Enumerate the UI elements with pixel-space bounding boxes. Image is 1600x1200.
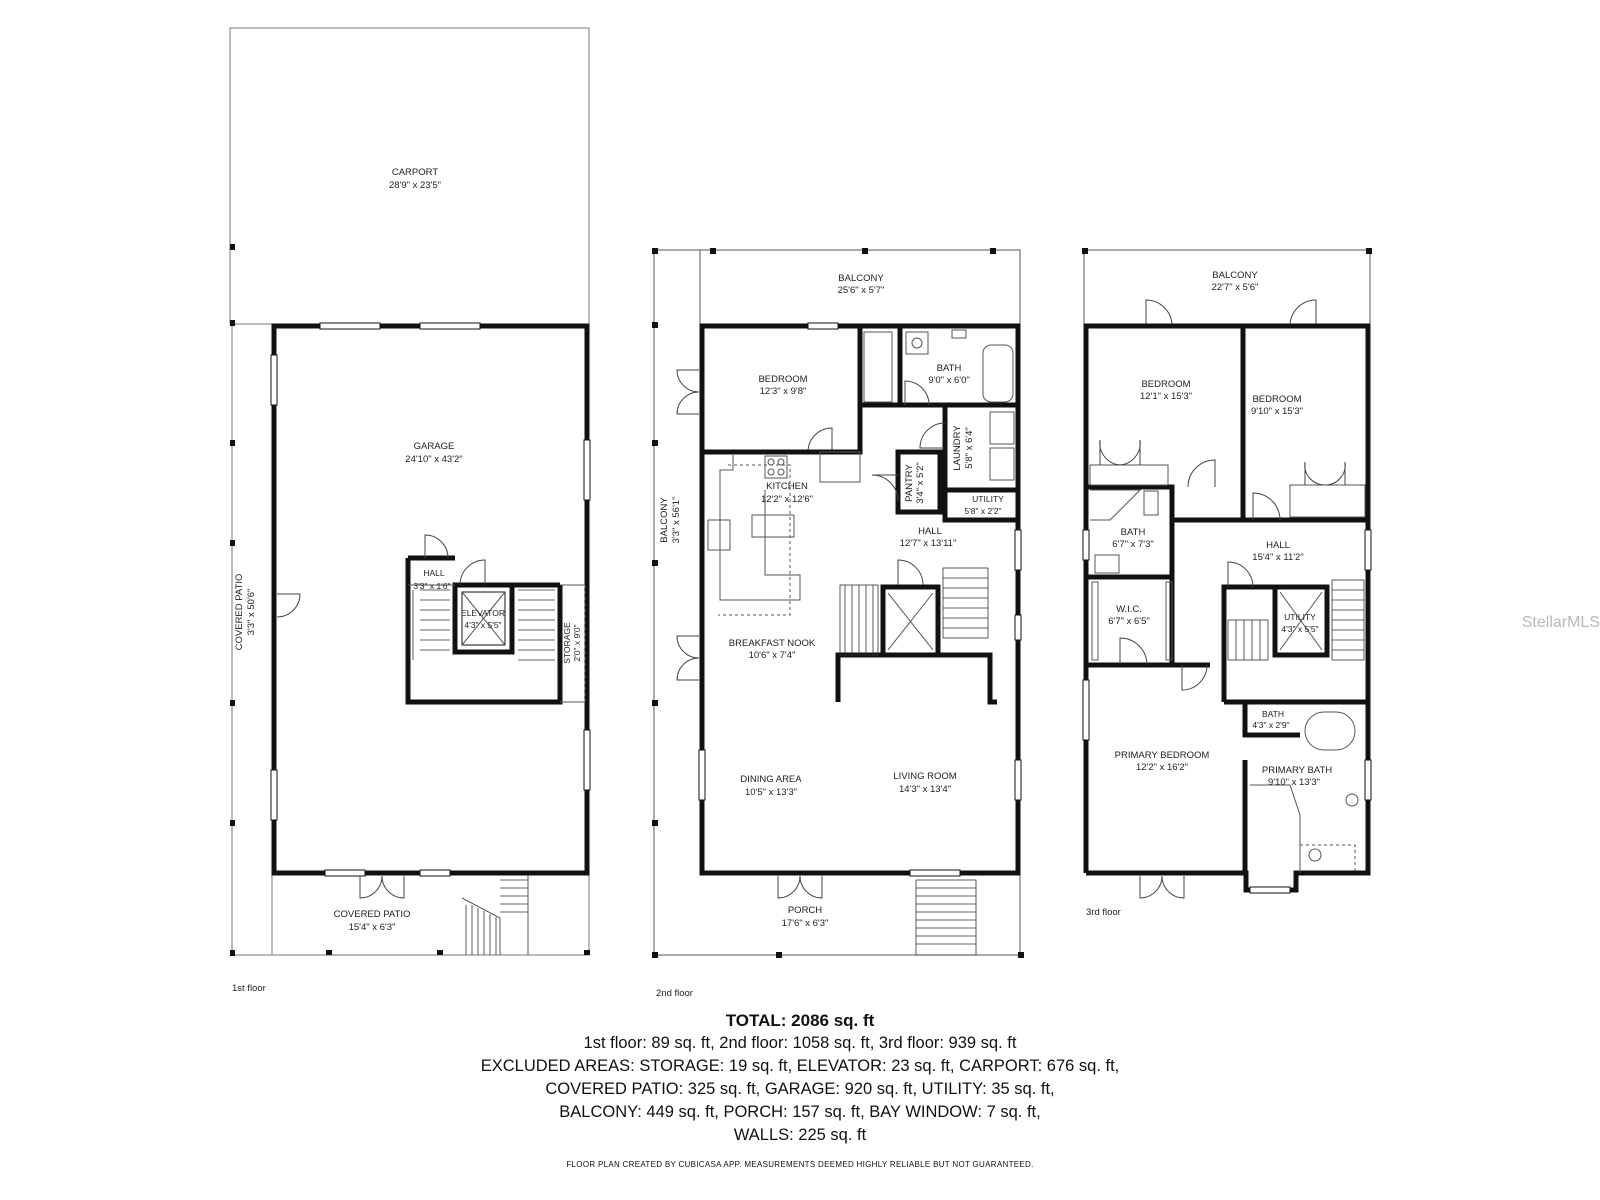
pantry-dims: 3'4" x 5'2" (915, 462, 926, 504)
summary-line: WALLS: 225 sq. ft (733, 1126, 867, 1144)
utility-3f-name: UTILITY (1284, 612, 1316, 622)
garage-walls (271, 323, 590, 876)
dining-area-dims: 10'5" x 13'3" (745, 787, 797, 798)
bedroom-2f-dims: 12'3" x 9'8" (760, 386, 807, 397)
elevator-dims: 4'3" x 5'5" (464, 620, 501, 630)
third-floor-walls (1083, 323, 1371, 893)
utility-2f-name: UTILITY (972, 494, 1004, 504)
storage-name: STORAGE (562, 622, 572, 664)
bedroom-3f-1-dims: 12'1" x 15'3" (1140, 391, 1192, 402)
laundry-dims: 5'8" x 6'4" (964, 427, 975, 469)
hall-dims: 3'3" x 1'6" (413, 581, 450, 591)
balcony-top-name: BALCONY (838, 273, 884, 284)
bedroom-3f-2-dims: 9'10" x 15'3" (1251, 406, 1303, 417)
carport-dims: 28'9" x 23'5" (389, 180, 441, 191)
balcony-side-name: BALCONY (659, 497, 670, 543)
floor-plan-drawing: CARPORT 28'9" x 23'5" GARAGE 24'10" x 43… (229, 27, 1372, 999)
covered-patio-front-dims: 15'4" x 6'3" (349, 922, 396, 933)
hall-2f-dims: 12'7" x 13'11" (900, 538, 957, 549)
bath-3f-name: BATH (1121, 527, 1146, 538)
covered-patio-side-name: COVERED PATIO (234, 574, 245, 651)
bath-2f-dims: 9'0" x 6'0" (928, 375, 970, 386)
disclaimer: FLOOR PLAN CREATED BY CUBICASA APP. MEAS… (566, 1160, 1034, 1169)
wic-dims: 6'7" x 6'5" (1108, 616, 1150, 627)
bath-2f-name: BATH (937, 363, 962, 374)
covered-patio-outline (231, 324, 590, 956)
bedroom-3f-2-name: BEDROOM (1252, 394, 1301, 405)
summary-line: COVERED PATIO: 325 sq. ft, GARAGE: 920 s… (545, 1080, 1055, 1098)
breakfast-nook-name: BREAKFAST NOOK (729, 638, 816, 649)
elevator-name: ELEVATOR (461, 608, 505, 618)
hall-name: HALL (423, 568, 445, 578)
breakfast-nook-dims: 10'6" x 7'4" (749, 650, 796, 661)
primary-bedroom-dims: 12'2" x 16'2" (1136, 762, 1188, 773)
area-summary: TOTAL: 2086 sq. ft 1st floor: 89 sq. ft,… (0, 1010, 1600, 1147)
summary-line: BALCONY: 449 sq. ft, PORCH: 157 sq. ft, … (559, 1103, 1041, 1121)
hall-2f-name: HALL (918, 526, 942, 537)
wic-name: W.I.C. (1116, 604, 1142, 615)
kitchen-dims: 12'2" x 12'6" (761, 494, 813, 505)
second-floor-label: 2nd floor (656, 988, 693, 999)
summary-line: 1st floor: 89 sq. ft, 2nd floor: 1058 sq… (583, 1034, 1017, 1052)
utility-2f-dims: 5'8" x 2'2" (964, 506, 1001, 516)
covered-patio-front-name: COVERED PATIO (334, 909, 411, 920)
pantry-name: PANTRY (904, 464, 915, 502)
carport-name: CARPORT (392, 167, 438, 178)
second-floor-plan: BALCONY 25'6" x 5'7" BALCONY 3'3" x 56'1… (652, 248, 1024, 999)
bedroom-3f-1-name: BEDROOM (1141, 379, 1190, 390)
dining-area-name: DINING AREA (740, 774, 802, 785)
garage-dims: 24'10" x 43'2" (405, 454, 462, 465)
bath-3f-small-dims: 4'3" x 2'9" (1252, 720, 1289, 730)
porch-name: PORCH (788, 905, 822, 916)
utility-3f-dims: 4'3" x 5'5" (1281, 624, 1318, 634)
balcony-3f-dims: 22'7" x 5'6" (1212, 282, 1259, 293)
covered-patio-side-dims: 3'3" x 50'6" (246, 589, 257, 636)
primary-bath-name: PRIMARY BATH (1262, 765, 1332, 776)
bath-3f-small-name: BATH (1262, 709, 1284, 719)
primary-bath-dims: 9'10" x 13'3" (1268, 777, 1320, 788)
bedroom-2f-name: BEDROOM (758, 374, 807, 385)
living-room-name: LIVING ROOM (893, 771, 956, 782)
primary-bedroom-name: PRIMARY BEDROOM (1115, 750, 1210, 761)
third-floor-plan: BALCONY 22'7" x 5'6" BEDROOM 12'1" x 15'… (1082, 248, 1372, 918)
first-floor-plan: CARPORT 28'9" x 23'5" GARAGE 24'10" x 43… (229, 27, 591, 994)
bath-3f-dims: 6'7" x 7'3" (1112, 539, 1154, 550)
kitchen-name: KITCHEN (766, 481, 808, 492)
living-room-dims: 14'3" x 13'4" (899, 784, 951, 795)
balcony-side-dims: 3'3" x 56'1" (671, 497, 682, 544)
watermark: StellarMLS (1521, 614, 1600, 631)
storage-dims: 2'0" x 9'0" (572, 624, 582, 661)
balcony-top-dims: 25'6" x 5'7" (838, 285, 885, 296)
balcony-3f-name: BALCONY (1212, 270, 1258, 281)
hall-3f-dims: 15'4" x 11'2" (1252, 552, 1303, 563)
first-floor-label: 1st floor (232, 983, 266, 994)
third-floor-label: 3rd floor (1086, 907, 1121, 918)
hall-3f-name: HALL (1266, 540, 1290, 551)
garage-name: GARAGE (414, 441, 455, 452)
laundry-name: LAUNDRY (952, 425, 963, 471)
porch-dims: 17'6" x 6'3" (782, 918, 829, 929)
summary-line: EXCLUDED AREAS: STORAGE: 19 sq. ft, ELEV… (480, 1057, 1120, 1075)
total-area: TOTAL: 2086 sq. ft (725, 1011, 875, 1030)
